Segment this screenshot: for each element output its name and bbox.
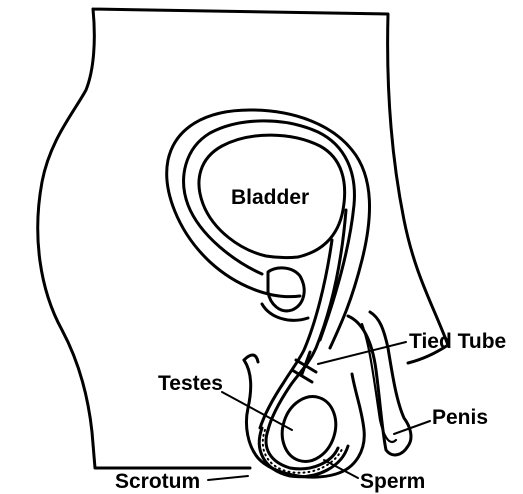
- label-tied-tube: Tied Tube: [409, 330, 506, 353]
- label-penis: Penis: [432, 406, 488, 429]
- label-sperm: Sperm: [360, 470, 425, 493]
- scrotum-leader: [208, 476, 248, 480]
- prostate: [268, 268, 304, 311]
- label-testes: Testes: [158, 372, 223, 395]
- label-bladder: Bladder: [231, 186, 309, 209]
- penis-outline: [348, 312, 411, 455]
- label-scrotum: Scrotum: [115, 470, 200, 493]
- body-outline: [38, 9, 448, 468]
